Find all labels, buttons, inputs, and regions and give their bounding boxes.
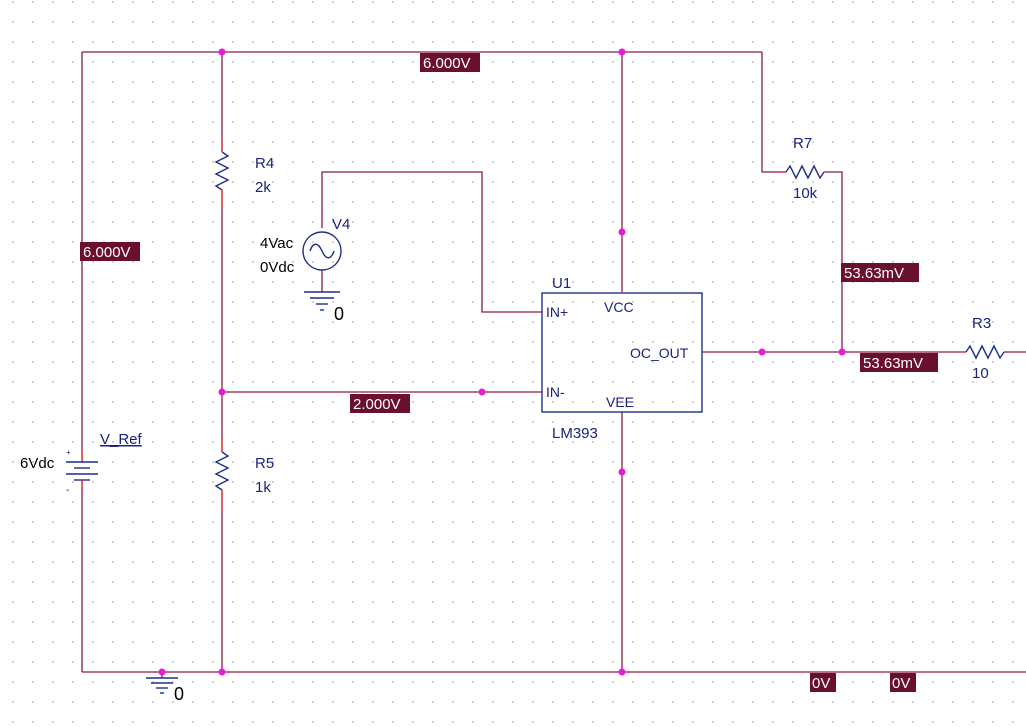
junction-dot [618, 48, 626, 56]
junction-dot [158, 668, 166, 676]
pin-in-plus-label: IN+ [546, 304, 568, 320]
voltage-marker-text: 2.000V [353, 396, 401, 413]
resistor-r7[interactable] [780, 164, 826, 180]
r7-ref-label: R7 [793, 135, 812, 152]
resistor-r5[interactable] [214, 440, 230, 510]
voltage-marker-r7-node[interactable]: 53.63mV [841, 263, 919, 282]
junction-dot [478, 388, 486, 396]
voltage-marker-text: 0V [812, 675, 830, 692]
wire-in-plus[interactable] [321, 171, 542, 313]
junction-dot [218, 388, 226, 396]
ac-source-v4[interactable] [302, 231, 342, 271]
r3-ref-label: R3 [972, 315, 991, 332]
v4-dc-label: 0Vdc [260, 259, 295, 276]
voltage-marker-text: 6.000V [423, 55, 471, 72]
wires [81, 51, 1026, 673]
svg-text:-: - [66, 485, 69, 496]
r7-value-label: 10k [793, 185, 818, 202]
junction-dot [218, 668, 226, 676]
ground-label-bottom: 0 [174, 684, 184, 704]
voltage-marker-divider[interactable]: 2.000V [350, 394, 410, 413]
resistor-r3[interactable] [962, 344, 1005, 360]
pin-vcc-label: VCC [604, 299, 634, 315]
voltage-marker-text: 0V [892, 675, 910, 692]
r3-value-label: 10 [972, 365, 989, 382]
r4-value-label: 2k [255, 179, 271, 196]
svg-text:+: + [66, 448, 71, 457]
resistor-r4[interactable] [214, 140, 230, 210]
junctions [158, 48, 846, 676]
r5-ref-label: R5 [255, 455, 274, 472]
v4-ac-label: 4Vac [260, 235, 294, 252]
junction-dot [618, 468, 626, 476]
junction-dot [618, 228, 626, 236]
ground-label-v4: 0 [334, 304, 344, 324]
pin-oc-out-label: OC_OUT [630, 345, 689, 361]
voltage-marker-out-node[interactable]: 53.63mV [860, 353, 938, 372]
voltage-marker-top-rail[interactable]: 6.000V [420, 53, 480, 72]
pin-vee-label: VEE [606, 394, 634, 410]
u1-ref-label: U1 [552, 275, 571, 292]
v4-ref-label: V4 [332, 216, 350, 233]
pin-in-minus-label: IN- [546, 384, 565, 400]
voltage-marker-left-rail[interactable]: 6.000V [80, 242, 140, 261]
wire-r7-right[interactable] [826, 171, 843, 352]
voltage-marker-text: 6.000V [83, 244, 131, 261]
voltage-marker-gnd-1[interactable]: 0V [810, 673, 836, 692]
vref-value-label: 6Vdc [20, 455, 55, 472]
wire-r7-left[interactable] [761, 52, 780, 173]
ground-symbol-bottom [146, 672, 178, 694]
u1-part-label: LM393 [552, 425, 598, 442]
vref-ref-label: V_Ref [100, 431, 143, 448]
comparator-u1[interactable]: IN+ IN- VCC VEE OC_OUT [541, 292, 703, 413]
junction-dot [218, 48, 226, 56]
battery-vref[interactable]: + - [66, 448, 98, 496]
junction-dot [758, 348, 766, 356]
voltage-marker-text: 53.63mV [863, 355, 923, 372]
junction-dot [838, 348, 846, 356]
ground-symbol-v4 [304, 291, 340, 311]
voltage-marker-text: 53.63mV [844, 265, 904, 282]
r5-value-label: 1k [255, 479, 271, 496]
r4-ref-label: R4 [255, 155, 274, 172]
junction-dot [618, 668, 626, 676]
voltage-marker-gnd-2[interactable]: 0V [890, 673, 916, 692]
